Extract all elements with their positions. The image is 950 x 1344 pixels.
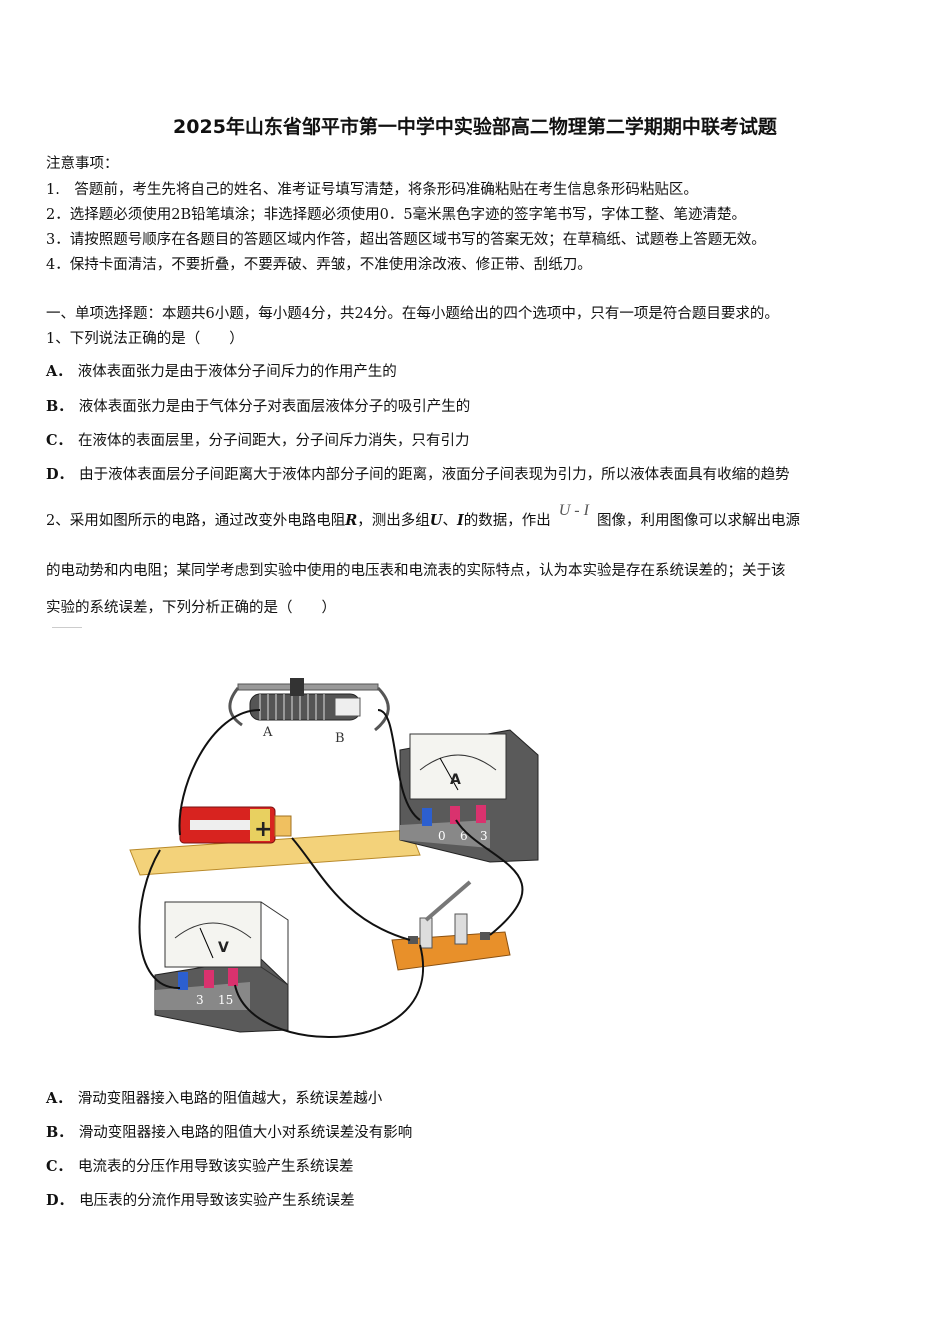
option-text: 在液体的表面层里，分子间距大，分子间斥力消失，只有引力: [78, 433, 470, 449]
variable-i: I: [456, 512, 464, 529]
option-label: A．: [46, 1090, 72, 1107]
question-1-stem: 1、下列说法正确的是（ ）: [46, 331, 244, 347]
rheostat-label-b: B: [335, 731, 345, 746]
q2-option-d[interactable]: D． 电压表的分流作用导致该实验产生系统误差: [46, 1189, 355, 1210]
rheostat-left-stand: [228, 687, 243, 727]
voltmeter-scale: [174, 922, 252, 939]
ammeter-symbol: A: [450, 772, 461, 788]
option-label: C．: [46, 1158, 73, 1175]
q1-option-d[interactable]: D． 由于液体表面层分子间距离大于液体内部分子间的距离，液面分子间表现为引力，所以…: [46, 463, 790, 484]
option-label: A．: [46, 363, 72, 380]
stem-text: 图像，利用图像可以求解出电源: [596, 513, 800, 529]
ammeter-scale: [419, 754, 497, 771]
q2-option-b[interactable]: B． 滑动变阻器接入电路的阻值大小对系统误差没有影响: [46, 1121, 412, 1142]
notice-item-3: 3．请按照题号顺序在各题目的答题区域内作答，超出答题区域书写的答案无效；在草稿纸…: [46, 232, 766, 248]
voltmeter-needle: [199, 927, 214, 959]
stem-text: 、: [442, 513, 457, 529]
voltmeter-terminal-label-15: 15: [218, 993, 233, 1007]
option-text: 液体表面张力是由于液体分子间斥力的作用产生的: [77, 364, 397, 380]
section-heading: 一、单项选择题：本题共6小题，每小题4分，共24分。在每小题给出的四个选项中，只…: [46, 306, 779, 322]
notice-item-2: 2．选择题必须使用2B铅笔填涂；非选择题必须使用0．5毫米黑色字迹的签字笔书写，…: [46, 207, 747, 223]
rheostat-windings: [259, 694, 325, 720]
battery-board: [129, 829, 421, 876]
voltmeter-terminal-neg: [178, 972, 188, 990]
voltmeter-symbol: V: [218, 940, 229, 956]
option-label: B．: [46, 1124, 73, 1141]
ammeter-terminal-0: [422, 808, 432, 826]
voltmeter-terminal-label-3: 3: [196, 993, 204, 1007]
q2-option-c[interactable]: C． 电流表的分压作用导致该实验产生系统误差: [46, 1155, 354, 1176]
switch-terminal-right: [480, 932, 490, 940]
option-label: B．: [46, 398, 73, 415]
ammeter-terminal-06: [450, 806, 460, 824]
option-label: D．: [46, 1192, 74, 1209]
notice-item-1: 1. 答题前，考生先将自己的姓名、准考证号填写清楚，将条形码准确粘贴在考生信息条…: [46, 182, 698, 198]
notice-item-4: 4．保持卡面清洁，不要折叠，不要弄破、弄皱，不准使用涂改液、修正带、刮纸刀。: [46, 257, 592, 273]
circuit-wires: [138, 709, 524, 1039]
option-text: 电压表的分流作用导致该实验产生系统误差: [79, 1193, 355, 1209]
rheostat-right-stand: [374, 686, 390, 732]
ammeter-terminal-label-3: 3: [480, 829, 488, 843]
option-label: C．: [46, 432, 73, 449]
switch-terminal-left: [408, 936, 418, 944]
question-2-stem-line2: 的电动势和内电阻；某同学考虑到实验中使用的电压表和电流表的实际特点，认为本实验是…: [46, 563, 786, 579]
voltmeter-terminal-3: [204, 970, 214, 988]
battery-plus-sign: +: [254, 817, 272, 842]
rheostat-tube: [334, 697, 361, 717]
ammeter-terminal-label-0: 0: [438, 829, 446, 843]
variable-r: R: [345, 512, 358, 529]
switch-post-left: [419, 917, 433, 949]
stem-text: 2、采用如图所示的电路，通过改变外电路电阻: [46, 513, 346, 529]
q1-option-c[interactable]: C． 在液体的表面层里，分子间距大，分子间斥力消失，只有引力: [46, 429, 470, 450]
option-label: D．: [46, 466, 74, 483]
option-text: 滑动变阻器接入电路的阻值越大，系统误差越小: [77, 1091, 383, 1107]
variable-u: U: [429, 512, 443, 529]
rheostat-label-a: A: [262, 725, 273, 740]
voltmeter-frame: [164, 901, 289, 986]
q1-option-b[interactable]: B． 液体表面张力是由于气体分子对表面层液体分子的吸引产生的: [46, 395, 470, 416]
option-text: 液体表面张力是由于气体分子对表面层液体分子的吸引产生的: [78, 399, 471, 415]
switch-post-right: [454, 913, 468, 945]
q1-option-a[interactable]: A． 液体表面张力是由于液体分子间斥力的作用产生的: [46, 360, 397, 381]
divider: [52, 627, 82, 628]
q2-option-a[interactable]: A． 滑动变阻器接入电路的阻值越大，系统误差越小: [46, 1087, 382, 1108]
battery-holder: [274, 815, 292, 837]
switch-lever: [424, 880, 472, 922]
ammeter-terminal-panel: [400, 820, 490, 848]
battery-cap: [250, 809, 270, 841]
question-2-stem: 2、采用如图所示的电路，通过改变外电路电阻R，测出多组U、I的数据，作出 U - …: [46, 502, 800, 530]
battery-label-strip: [190, 820, 250, 830]
ammeter-needle: [439, 757, 459, 791]
question-2-stem-line3: 实验的系统误差，下列分析正确的是（ ）: [46, 600, 336, 616]
option-text: 由于液体表面层分子间距离大于液体内部分子间的距离，液面分子间表现为引力，所以液体…: [79, 467, 790, 483]
ui-formula: U - I: [558, 502, 589, 519]
option-text: 滑动变阻器接入电路的阻值大小对系统误差没有影响: [78, 1125, 413, 1141]
stem-text: ，测出多组: [357, 513, 430, 529]
rheostat-slider: [290, 678, 304, 696]
option-text: 电流表的分压作用导致该实验产生系统误差: [78, 1159, 354, 1175]
exam-title: 2025年山东省邹平市第一中学中实验部高二物理第二学期期中联考试题: [173, 116, 777, 138]
stem-text: 的数据，作出: [463, 513, 551, 529]
voltmeter-terminal-15: [228, 968, 238, 986]
ammeter-terminal-label-06: 6: [460, 829, 468, 843]
ammeter-terminal-3: [476, 805, 486, 823]
circuit-diagram: + A B A 0 6 3 V 3 15: [129, 678, 539, 1039]
notice-heading: 注意事项：: [46, 156, 119, 172]
ammeter-face: [409, 733, 507, 800]
rheostat-rail: [237, 683, 379, 691]
